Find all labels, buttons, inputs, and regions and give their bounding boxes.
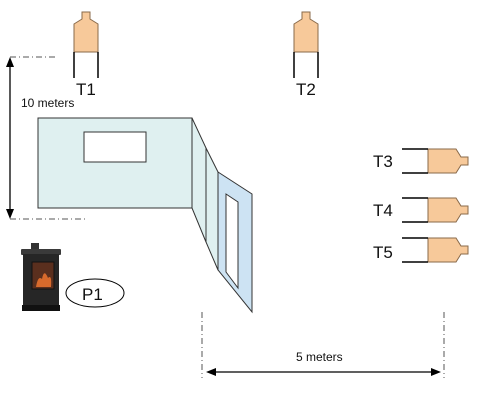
window (83, 131, 147, 163)
target-t5 (402, 237, 469, 263)
target-silhouette-icon (427, 237, 469, 263)
target-silhouette-icon (427, 197, 469, 223)
width-dimension-label: 5 meters (296, 350, 343, 364)
target-t4-label: T4 (373, 201, 393, 220)
target-t5-label: T5 (373, 243, 393, 262)
target-t2 (293, 11, 319, 78)
height-dimension: 10 meters (6, 56, 86, 220)
stove-heater (21, 243, 61, 311)
heater-label: P1 (82, 285, 103, 304)
stove-base (22, 305, 60, 311)
target-t3 (402, 148, 469, 174)
door (225, 193, 239, 290)
target-t3-label: T3 (373, 152, 393, 171)
fire-icon (36, 273, 52, 287)
stove-top (21, 249, 61, 255)
target-silhouette-icon (427, 148, 469, 174)
target-t2-label: T2 (296, 80, 316, 99)
side-wall-2 (205, 147, 219, 271)
target-silhouette-icon (293, 11, 319, 53)
height-dimension-label: 10 meters (21, 96, 74, 110)
target-t4 (402, 197, 469, 223)
side-wall-1 (191, 117, 207, 243)
target-t1 (73, 11, 99, 78)
target-silhouette-icon (73, 11, 99, 53)
stove-chimney (31, 243, 39, 250)
width-dimension: 5 meters (201, 312, 445, 378)
room-walls (37, 117, 253, 314)
heater-label-bubble (65, 278, 125, 308)
target-t1-label: T1 (76, 80, 96, 99)
